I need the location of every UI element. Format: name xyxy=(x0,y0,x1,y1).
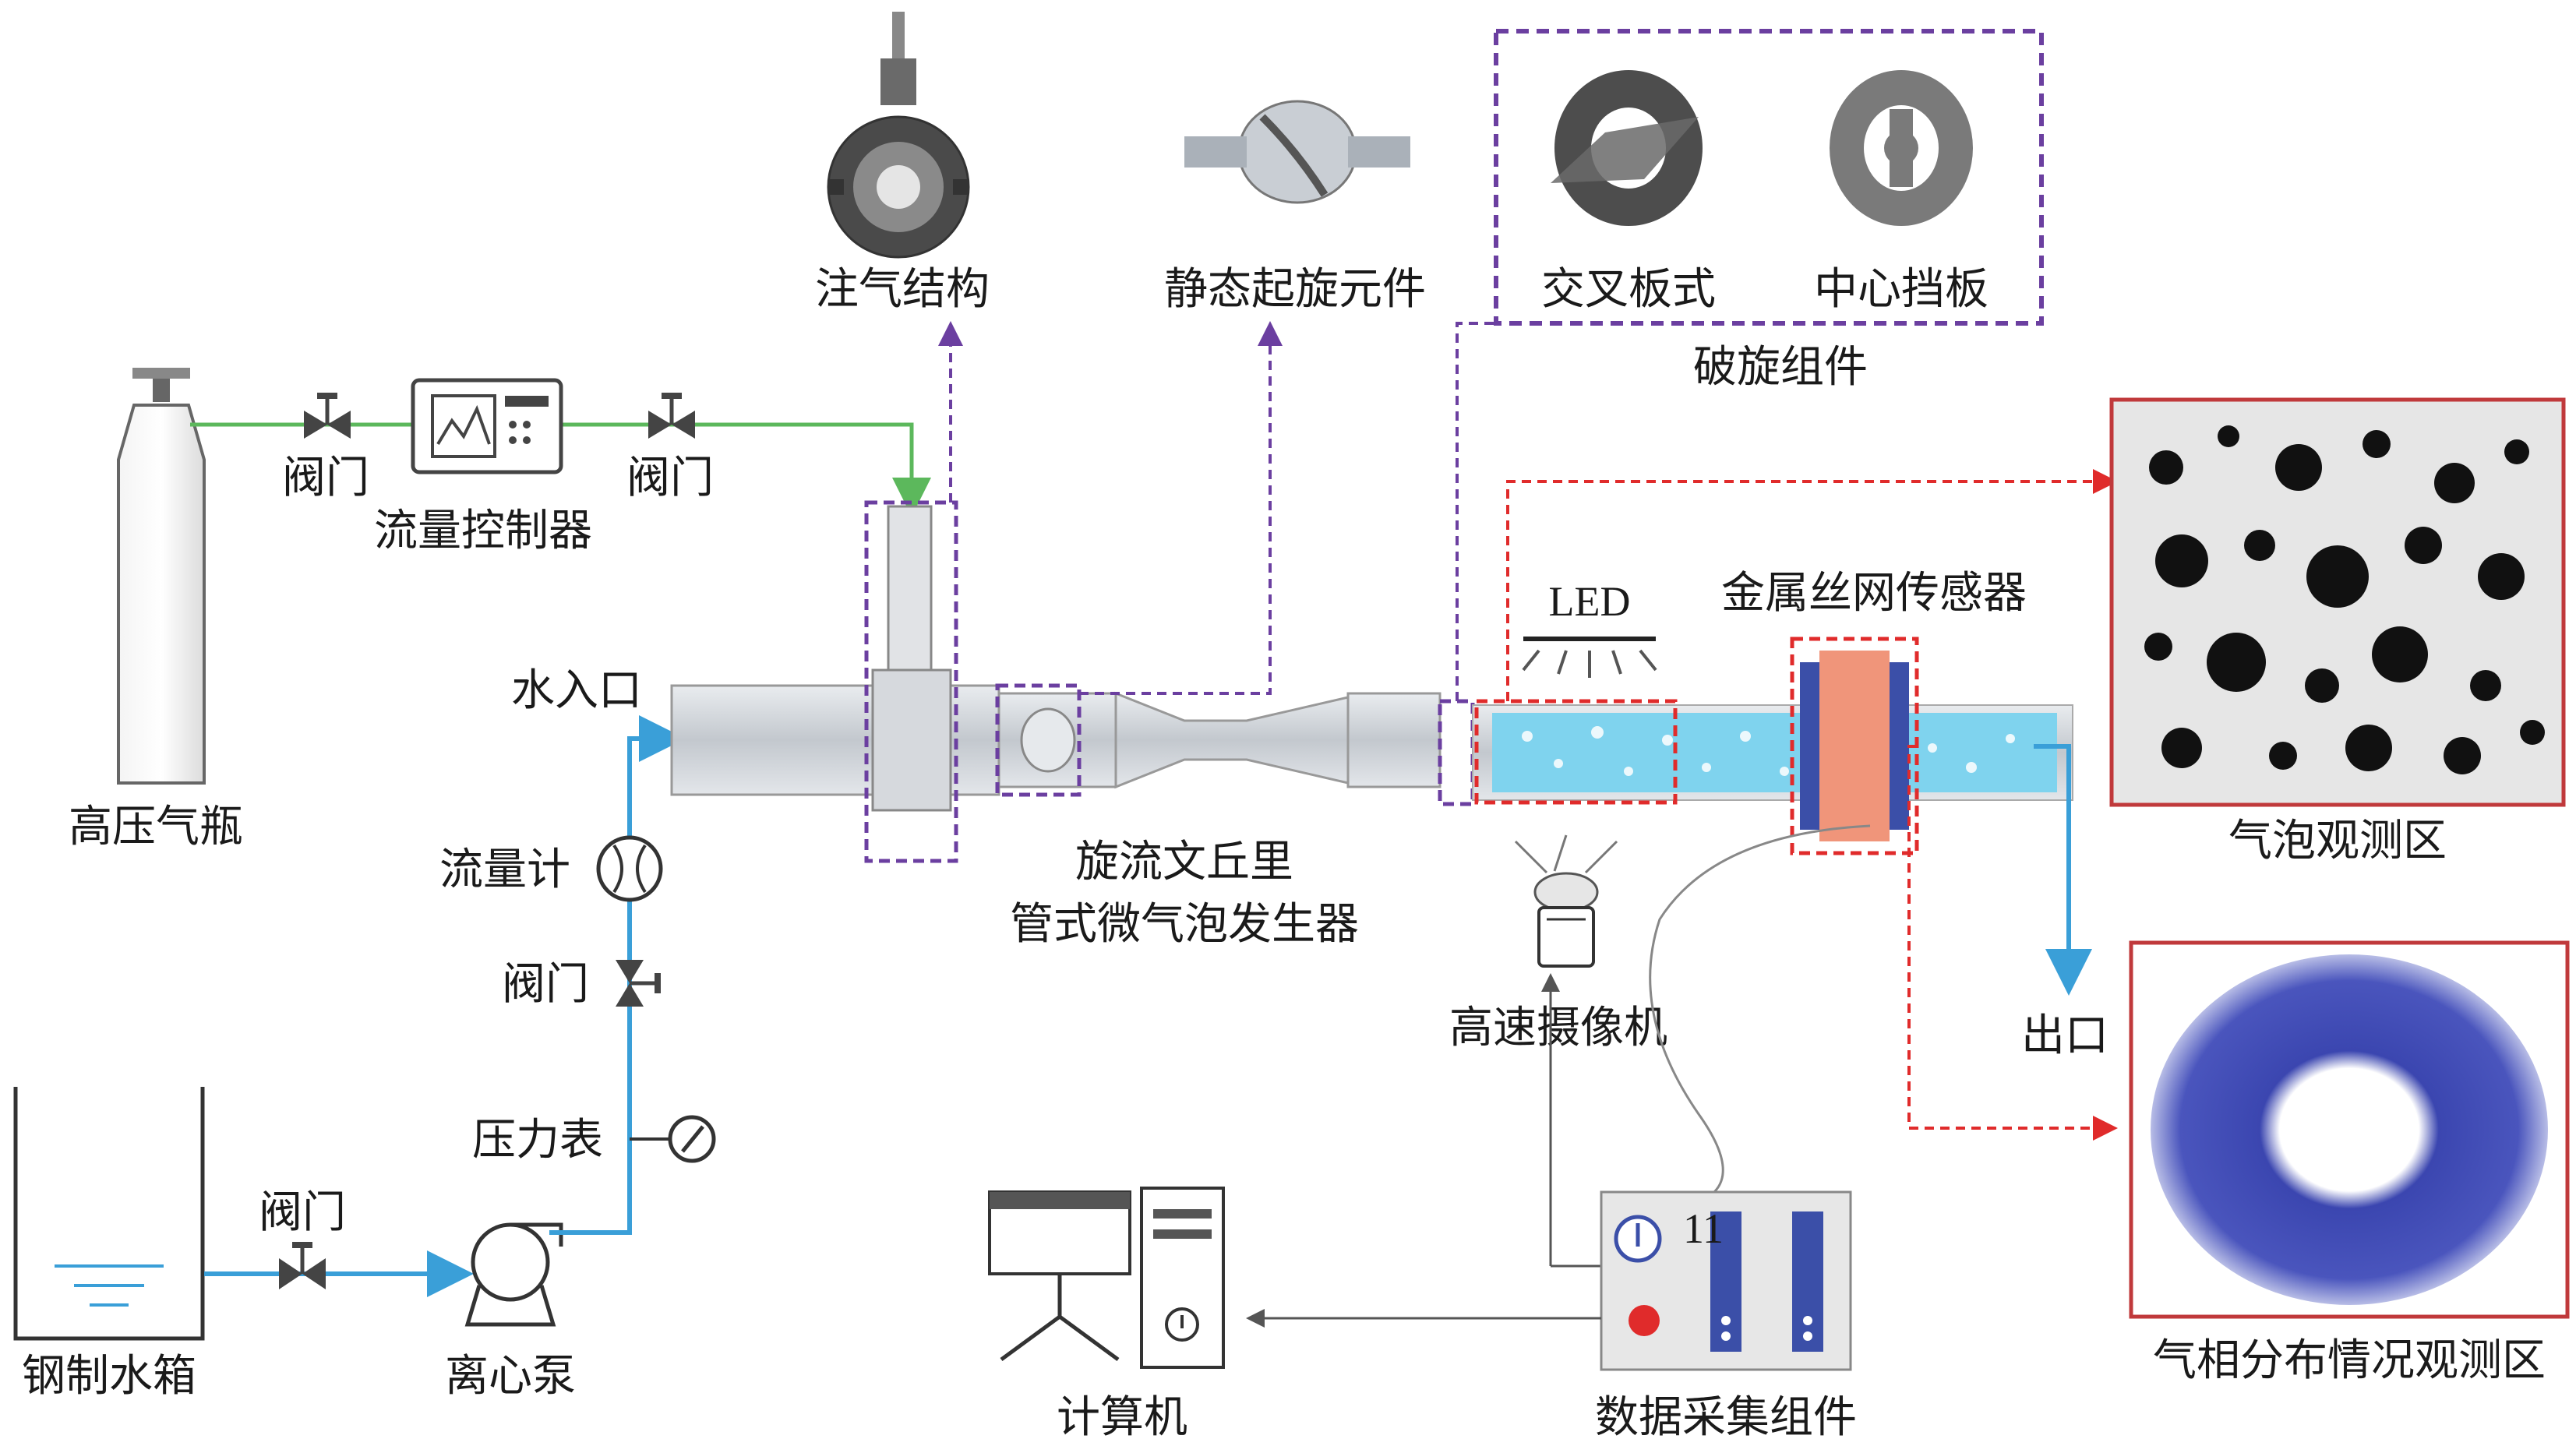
center-baffle-part xyxy=(1830,70,1973,226)
swirler-leader xyxy=(1079,321,1283,695)
swirl-breaker-label: 破旋组件 xyxy=(1693,342,1868,393)
phase-zone-label: 气相分布情况观测区 xyxy=(2153,1335,2546,1386)
static-swirler-label: 静态起旋元件 xyxy=(1164,264,1426,315)
tank-valve xyxy=(279,1242,326,1289)
static-swirler-part xyxy=(1184,100,1410,204)
bubble-zone-label: 气泡观测区 xyxy=(2228,816,2447,866)
high-speed-camera xyxy=(1514,834,1618,968)
centrifugal-pump xyxy=(464,1222,563,1327)
wire-mesh-sensor-label: 金属丝网传感器 xyxy=(1721,568,2027,619)
water-inlet-label: 水入口 xyxy=(511,665,642,716)
gas-valve-2-label: 阀门 xyxy=(626,453,714,503)
gas-cylinder xyxy=(117,368,206,785)
tank-valve-label: 阀门 xyxy=(259,1187,346,1238)
breaker-leader xyxy=(1456,322,1496,701)
venturi-generator xyxy=(670,505,1442,812)
cross-plate-part xyxy=(1551,70,1703,226)
flowmeter-label: 流量计 xyxy=(439,845,570,895)
phase-distribution-panel xyxy=(2129,940,2570,1319)
gas-valve-1 xyxy=(304,393,351,439)
data-acquisition-unit xyxy=(1600,1190,1852,1371)
led-light xyxy=(1522,637,1657,678)
flowmeter xyxy=(596,835,663,902)
water-tank xyxy=(13,1087,205,1341)
generator-label-line2: 管式微气泡发生器 xyxy=(1010,899,1359,950)
breaker-box xyxy=(1438,699,1475,806)
daq-display: 11 xyxy=(1683,1205,1724,1252)
outlet-label: 出口 xyxy=(2021,1010,2108,1061)
pressure-gauge-label: 压力表 xyxy=(472,1115,603,1166)
pressure-gauge xyxy=(630,1115,716,1163)
pump-label: 离心泵 xyxy=(445,1351,576,1402)
camera-label: 高速摄像机 xyxy=(1449,1003,1667,1053)
cross-plate-label: 交叉板式 xyxy=(1541,264,1716,315)
gas-valve-2 xyxy=(648,393,695,439)
gas-injection-part xyxy=(827,12,970,259)
bubble-observation-panel xyxy=(2109,397,2566,807)
computer xyxy=(988,1187,1225,1369)
gas-cylinder-label: 高压气瓶 xyxy=(69,802,243,852)
swirler-box xyxy=(995,683,1082,797)
gas-injection-label: 注气结构 xyxy=(815,264,990,315)
sensor-cable xyxy=(1649,824,1871,1194)
bubble-leader xyxy=(1506,469,2118,701)
gas-valve-1-label: 阀门 xyxy=(282,453,369,503)
water-tank-label: 钢制水箱 xyxy=(22,1351,196,1402)
center-baffle-label: 中心挡板 xyxy=(1814,264,1988,315)
bubble-observation-box xyxy=(1474,699,1678,805)
daq-label: 数据采集组件 xyxy=(1595,1392,1857,1443)
led-label: LED xyxy=(1549,578,1631,625)
observation-pipe xyxy=(1472,704,2073,801)
swirl-breaker-group-box xyxy=(1494,29,2044,326)
sensor-leader xyxy=(1907,745,2118,1141)
gas-injection-box xyxy=(864,500,958,863)
water-valve-label: 阀门 xyxy=(502,959,589,1010)
flow-controller xyxy=(411,378,563,474)
water-valve xyxy=(616,960,661,1007)
wire-mesh-sensor xyxy=(1800,651,1909,841)
flow-controller-label: 流量控制器 xyxy=(374,506,592,556)
outlet-line xyxy=(2034,744,2092,996)
generator-label-line1: 旋流文丘里 xyxy=(1075,837,1293,887)
computer-label: 计算机 xyxy=(1057,1392,1187,1443)
